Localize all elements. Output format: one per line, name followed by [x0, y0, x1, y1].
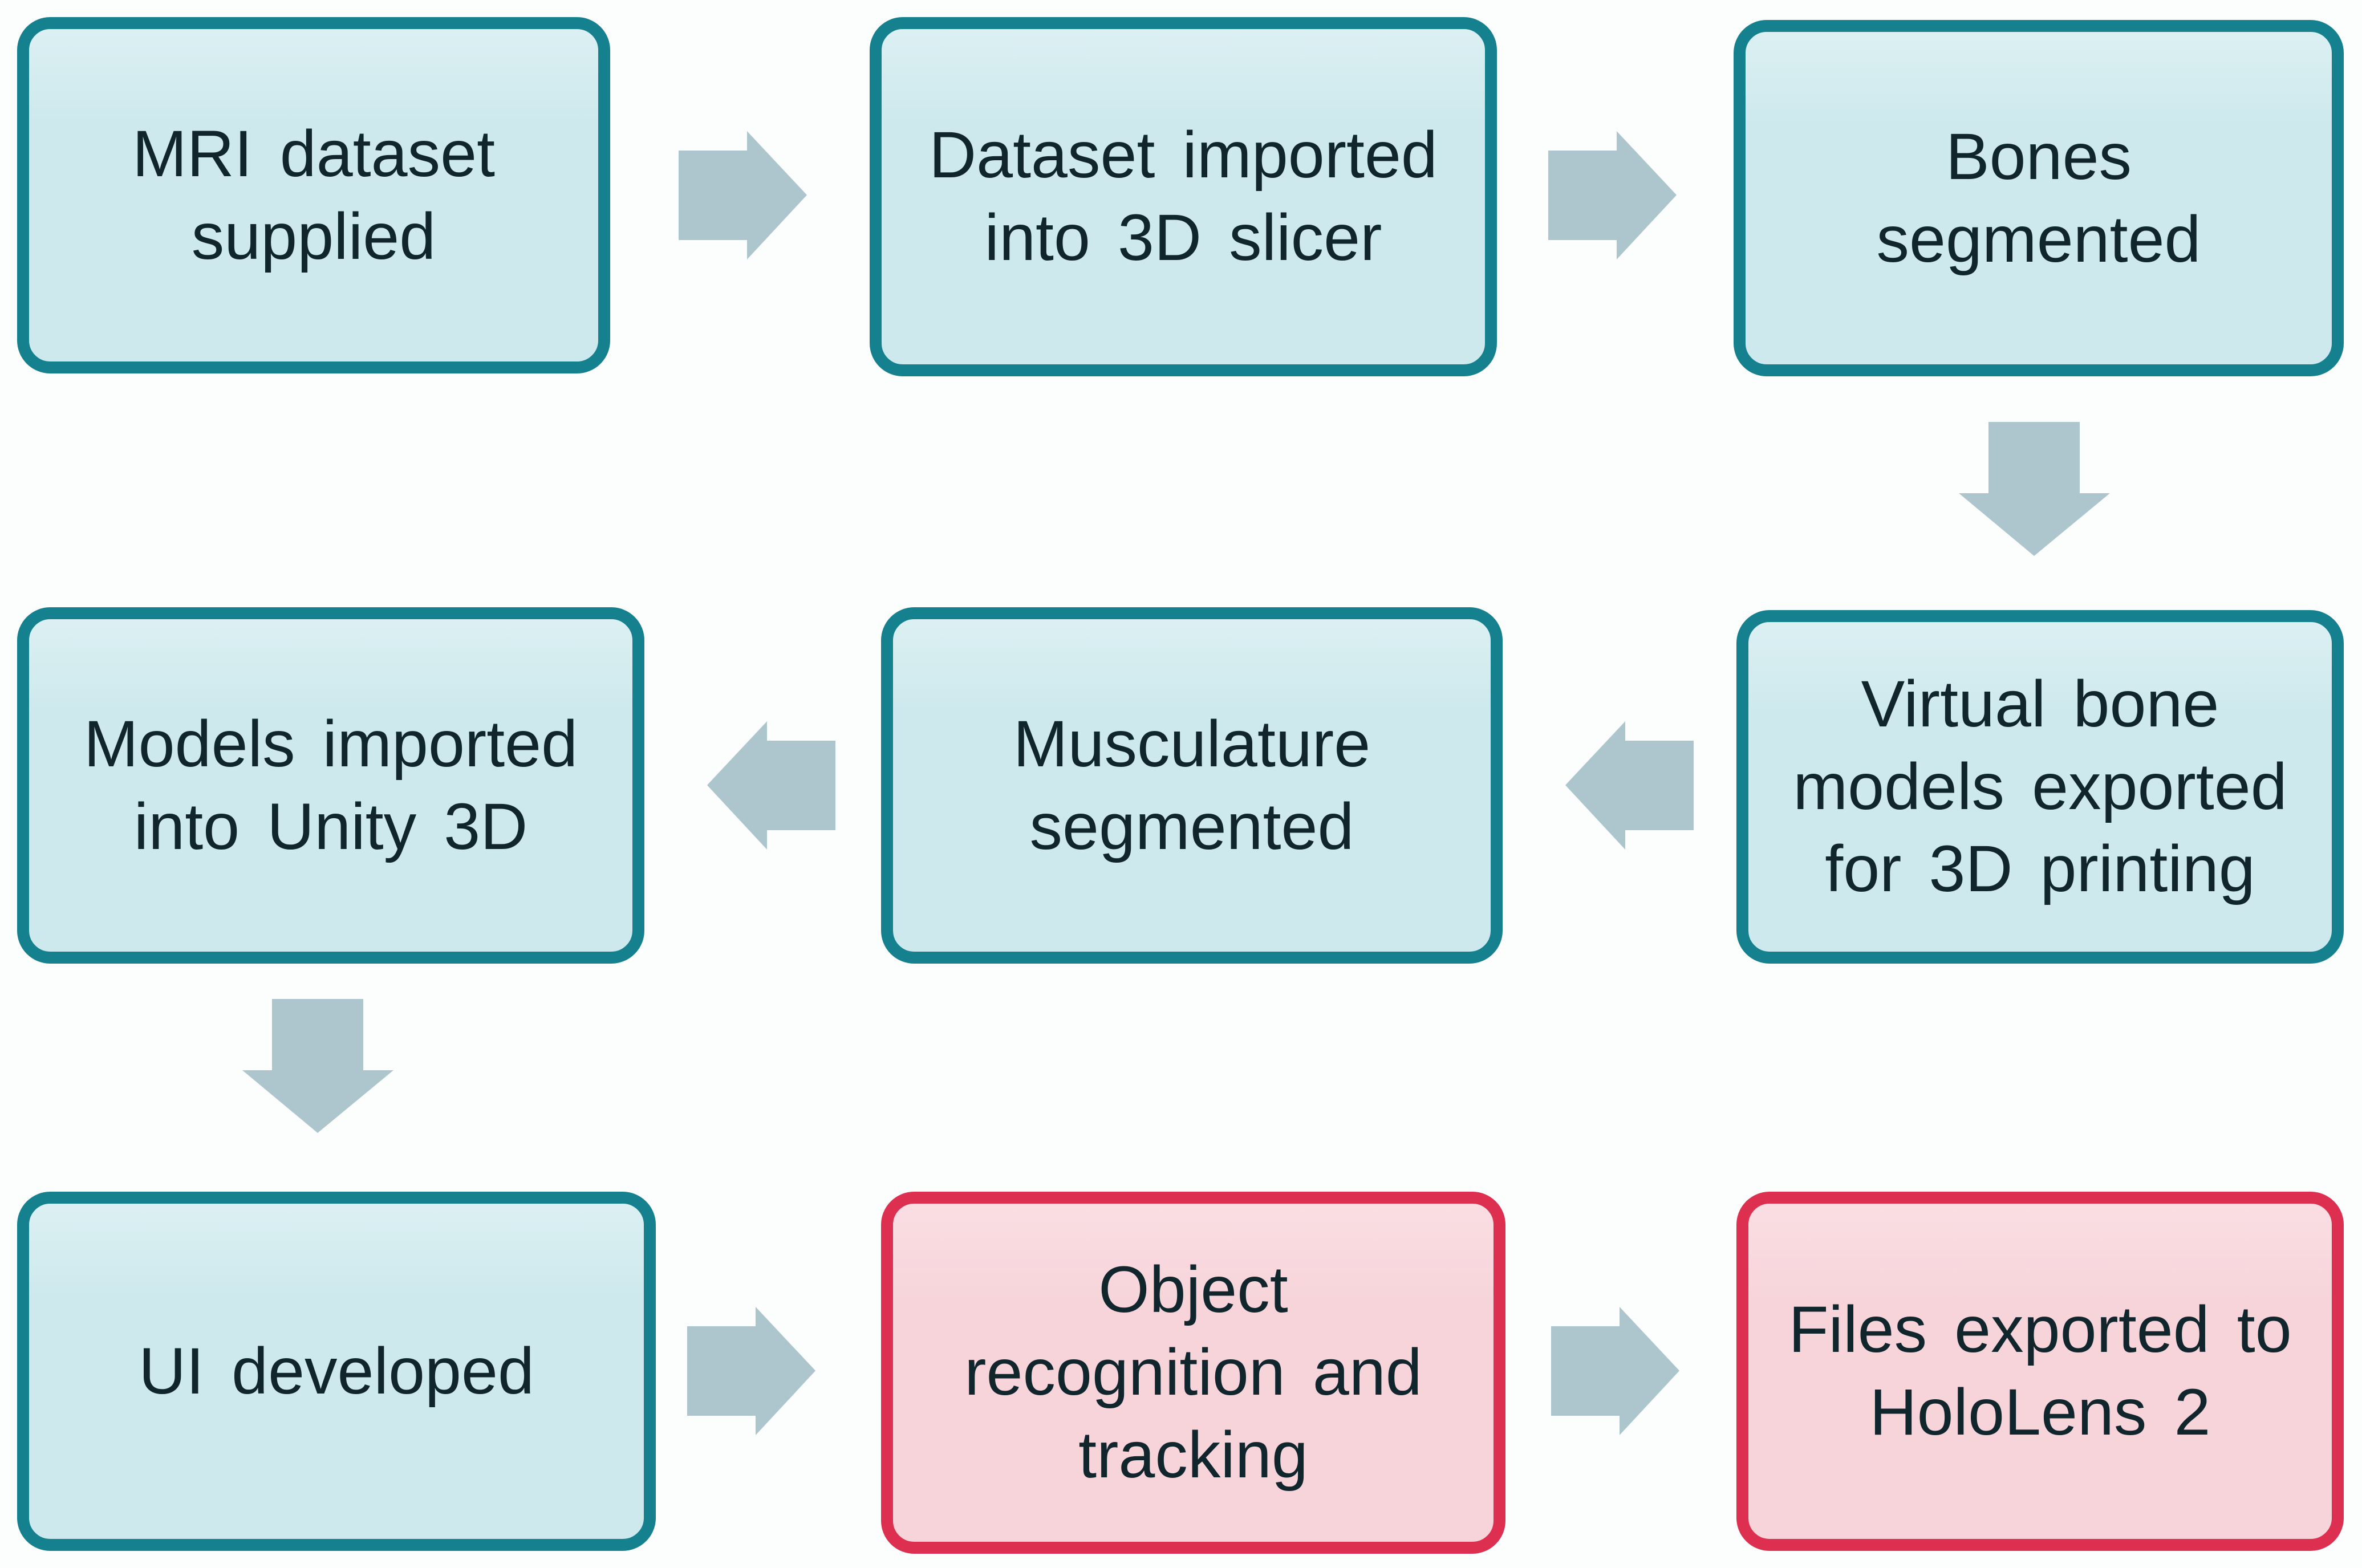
flow-step-label: Musculature segmented	[1013, 707, 1371, 863]
arrow-left-icon	[707, 721, 835, 850]
flow-step-dataset-imported-3d-slicer: Dataset imported into 3D slicer	[870, 17, 1497, 376]
arrow-right-icon	[1551, 1307, 1679, 1435]
arrow-left-icon	[1565, 721, 1694, 850]
flow-step-label: Models imported into Unity 3D	[83, 707, 578, 863]
flow-step-label: Files exported to HoloLens 2	[1788, 1293, 2292, 1449]
arrow-right-icon	[687, 1307, 815, 1435]
flow-step-virtual-bone-models-exported: Virtual bone models exported for 3D prin…	[1736, 610, 2344, 964]
arrow-down-icon	[1959, 422, 2110, 556]
flow-step-ui-developed: UI developed	[17, 1192, 656, 1551]
flow-step-mri-dataset-supplied: MRI dataset supplied	[17, 17, 610, 373]
arrow-right-icon	[679, 131, 807, 259]
arrow-down-icon	[242, 999, 393, 1133]
flow-step-label: MRI dataset supplied	[132, 117, 496, 273]
flow-step-label: Object recognition and tracking	[964, 1253, 1422, 1492]
flow-step-files-exported-hololens2: Files exported to HoloLens 2	[1736, 1192, 2344, 1551]
flow-step-label: Bones segmented	[1876, 120, 2201, 276]
flow-step-label: UI developed	[139, 1334, 534, 1408]
arrow-right-icon	[1548, 131, 1677, 259]
flow-step-musculature-segmented: Musculature segmented	[881, 607, 1503, 964]
flow-step-bones-segmented: Bones segmented	[1734, 20, 2344, 376]
flow-step-label: Virtual bone models exported for 3D prin…	[1793, 667, 2287, 906]
flow-step-models-imported-unity3d: Models imported into Unity 3D	[17, 607, 644, 964]
flow-step-label: Dataset imported into 3D slicer	[929, 119, 1438, 274]
flow-step-object-recognition-tracking: Object recognition and tracking	[881, 1192, 1505, 1554]
